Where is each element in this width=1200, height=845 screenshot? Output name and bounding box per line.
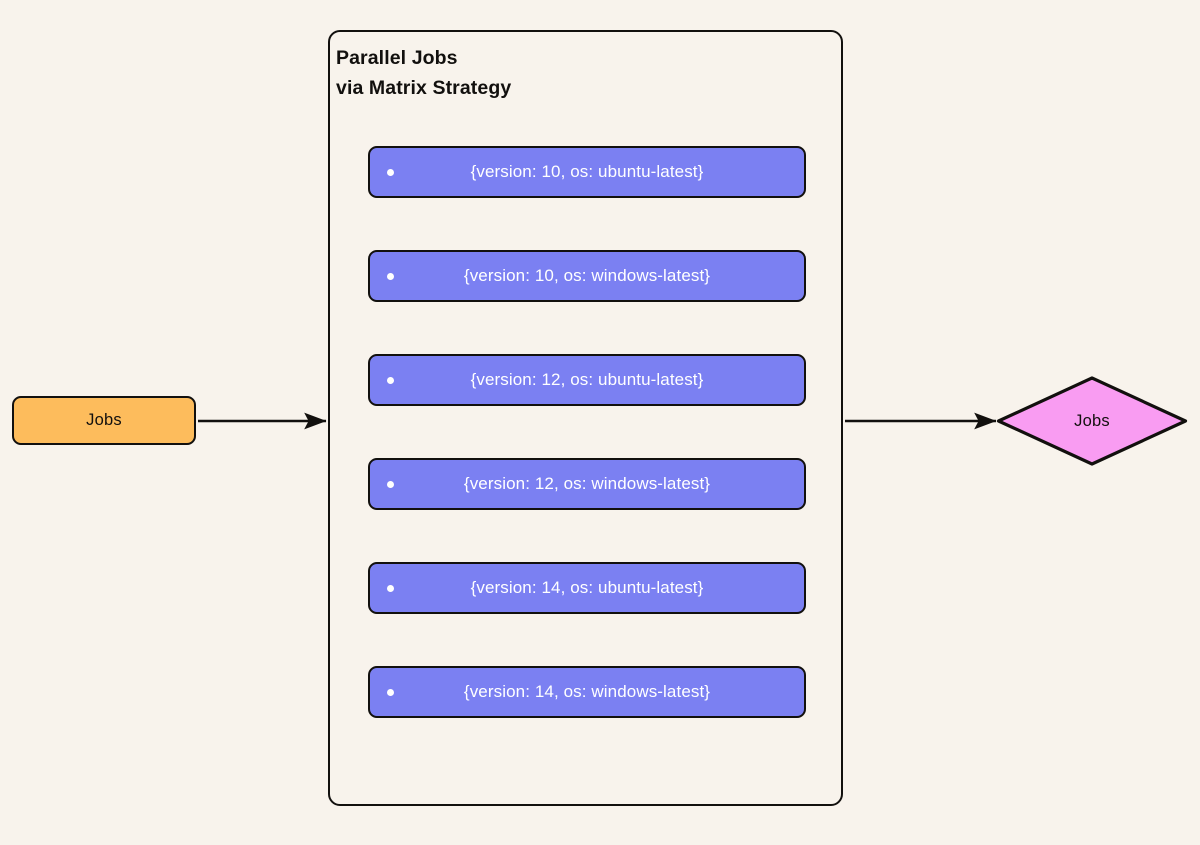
matrix-job-item[interactable]: {version: 12, os: windows-latest} (368, 458, 806, 510)
matrix-job-item[interactable]: {version: 10, os: windows-latest} (368, 250, 806, 302)
matrix-job-item[interactable]: {version: 10, os: ubuntu-latest} (368, 146, 806, 198)
matrix-job-label: {version: 14, os: ubuntu-latest} (470, 578, 704, 597)
bullet-icon (387, 480, 394, 488)
matrix-job-list: {version: 10, os: ubuntu-latest} {versio… (368, 146, 806, 718)
node-jobs-source-label: Jobs (86, 411, 122, 429)
diamond-shape-icon (996, 376, 1188, 466)
bullet-icon (387, 272, 394, 280)
node-jobs-target-label: Jobs (1074, 411, 1110, 430)
matrix-job-label: {version: 12, os: windows-latest} (463, 474, 711, 493)
matrix-job-label: {version: 10, os: ubuntu-latest} (470, 162, 704, 181)
matrix-job-label: {version: 10, os: windows-latest} (463, 266, 711, 285)
node-jobs-source[interactable]: Jobs (12, 396, 196, 445)
bullet-icon (387, 584, 394, 592)
node-jobs-target[interactable]: Jobs (996, 375, 1188, 467)
bullet-icon (387, 688, 394, 696)
matrix-job-item[interactable]: {version: 14, os: ubuntu-latest} (368, 562, 806, 614)
matrix-container-title: Parallel Jobs via Matrix Strategy (336, 47, 512, 99)
matrix-job-item[interactable]: {version: 14, os: windows-latest} (368, 666, 806, 718)
matrix-job-label: {version: 14, os: windows-latest} (463, 682, 711, 701)
matrix-job-item[interactable]: {version: 12, os: ubuntu-latest} (368, 354, 806, 406)
bullet-icon (387, 376, 394, 384)
matrix-job-label: {version: 12, os: ubuntu-latest} (470, 370, 704, 389)
bullet-icon (387, 168, 394, 176)
matrix-container: Parallel Jobs via Matrix Strategy {versi… (328, 30, 843, 806)
